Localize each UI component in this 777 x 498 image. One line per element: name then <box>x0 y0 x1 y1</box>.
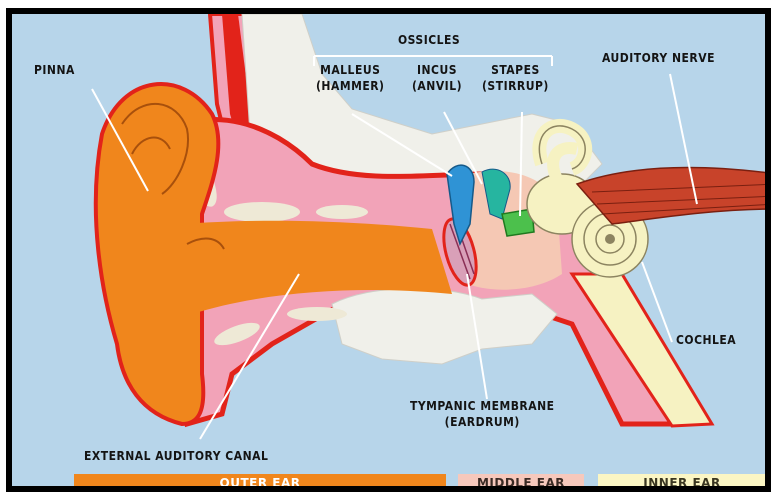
stapes-common-name: (STIRRUP) <box>482 78 549 94</box>
cartilage-piece <box>224 202 300 222</box>
outer-ear-bar: OUTER EAR <box>74 474 446 492</box>
tympanic-common-name: (EARDRUM) <box>410 414 555 430</box>
external-canal-label: EXTERNAL AUDITORY CANAL <box>84 448 268 464</box>
ossicles-label: OSSICLES <box>398 32 460 48</box>
malleus-name: MALLEUS <box>316 62 384 78</box>
stapes-label: STAPES (STIRRUP) <box>482 62 549 94</box>
incus-label: INCUS (ANVIL) <box>412 62 462 94</box>
malleus-label: MALLEUS (HAMMER) <box>316 62 384 94</box>
ear-anatomy-illustration <box>12 14 771 492</box>
cochlea-label: COCHLEA <box>676 332 736 348</box>
cochlea-center <box>605 234 615 244</box>
middle-ear-bar: MIDDLE EAR <box>458 474 584 492</box>
cartilage-piece <box>287 307 347 321</box>
malleus-common-name: (HAMMER) <box>316 78 384 94</box>
cartilage-piece <box>316 205 368 219</box>
diagram-frame: PINNA OSSICLES MALLEUS (HAMMER) INCUS (A… <box>6 8 771 492</box>
tympanic-membrane-label: TYMPANIC MEMBRANE (EARDRUM) <box>410 398 555 430</box>
tympanic-name: TYMPANIC MEMBRANE <box>410 398 555 414</box>
pinna-label: PINNA <box>34 62 75 78</box>
incus-common-name: (ANVIL) <box>412 78 462 94</box>
auditory-nerve-label: AUDITORY NERVE <box>602 50 715 66</box>
incus-name: INCUS <box>412 62 462 78</box>
stapes-name: STAPES <box>482 62 549 78</box>
inner-ear-bar: INNER EAR <box>598 474 766 492</box>
